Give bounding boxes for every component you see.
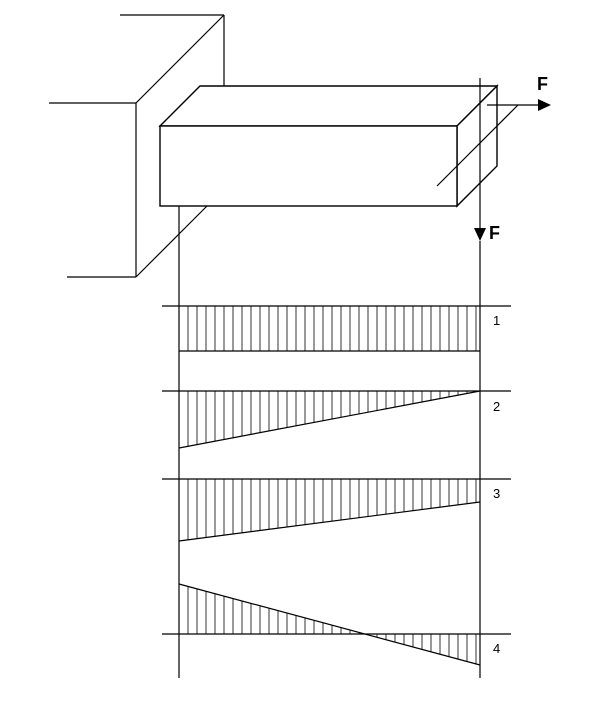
transverse-force-arrowhead — [474, 228, 486, 241]
diagram-label-3: 3 — [493, 486, 500, 501]
diagram-2-edge — [178, 390, 481, 449]
stress-diagram-4 — [162, 583, 511, 666]
diagram-label-2: 2 — [493, 399, 500, 414]
diagram-label-4: 4 — [493, 641, 500, 656]
transverse-force-label: F — [489, 223, 500, 243]
reference-lines — [178, 206, 481, 678]
axial-force-label: F — [537, 74, 548, 94]
axial-force-arrowhead — [538, 99, 551, 111]
diagram-3-edge — [178, 501, 481, 542]
stress-diagram-1 — [162, 305, 511, 352]
stress-diagram-3 — [162, 478, 511, 542]
diagram-4-edge — [178, 583, 481, 666]
diagram-label-1: 1 — [493, 313, 500, 328]
wall-support — [49, 14, 225, 278]
stress-diagram-2 — [162, 390, 511, 449]
force-arrows — [436, 78, 538, 228]
beam-box — [158, 84, 499, 208]
